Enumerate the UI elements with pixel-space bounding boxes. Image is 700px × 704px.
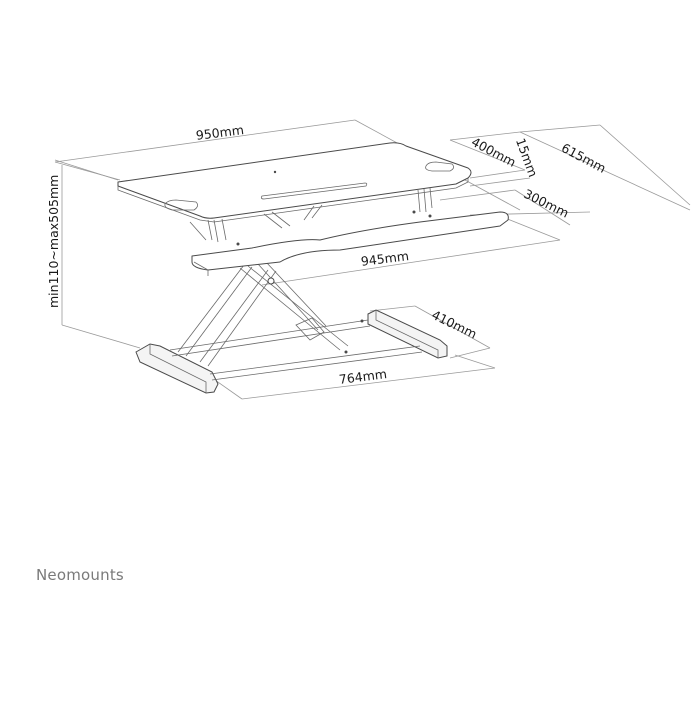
label-height-range: min110~max505mm [46,174,61,308]
dimension-lines [54,119,691,400]
base-frame [135,309,448,394]
brand-logo-text: Neomounts [36,566,124,584]
desktop-surface [117,142,472,246]
keyboard-tray [191,211,509,276]
scissor-legs [177,261,349,367]
